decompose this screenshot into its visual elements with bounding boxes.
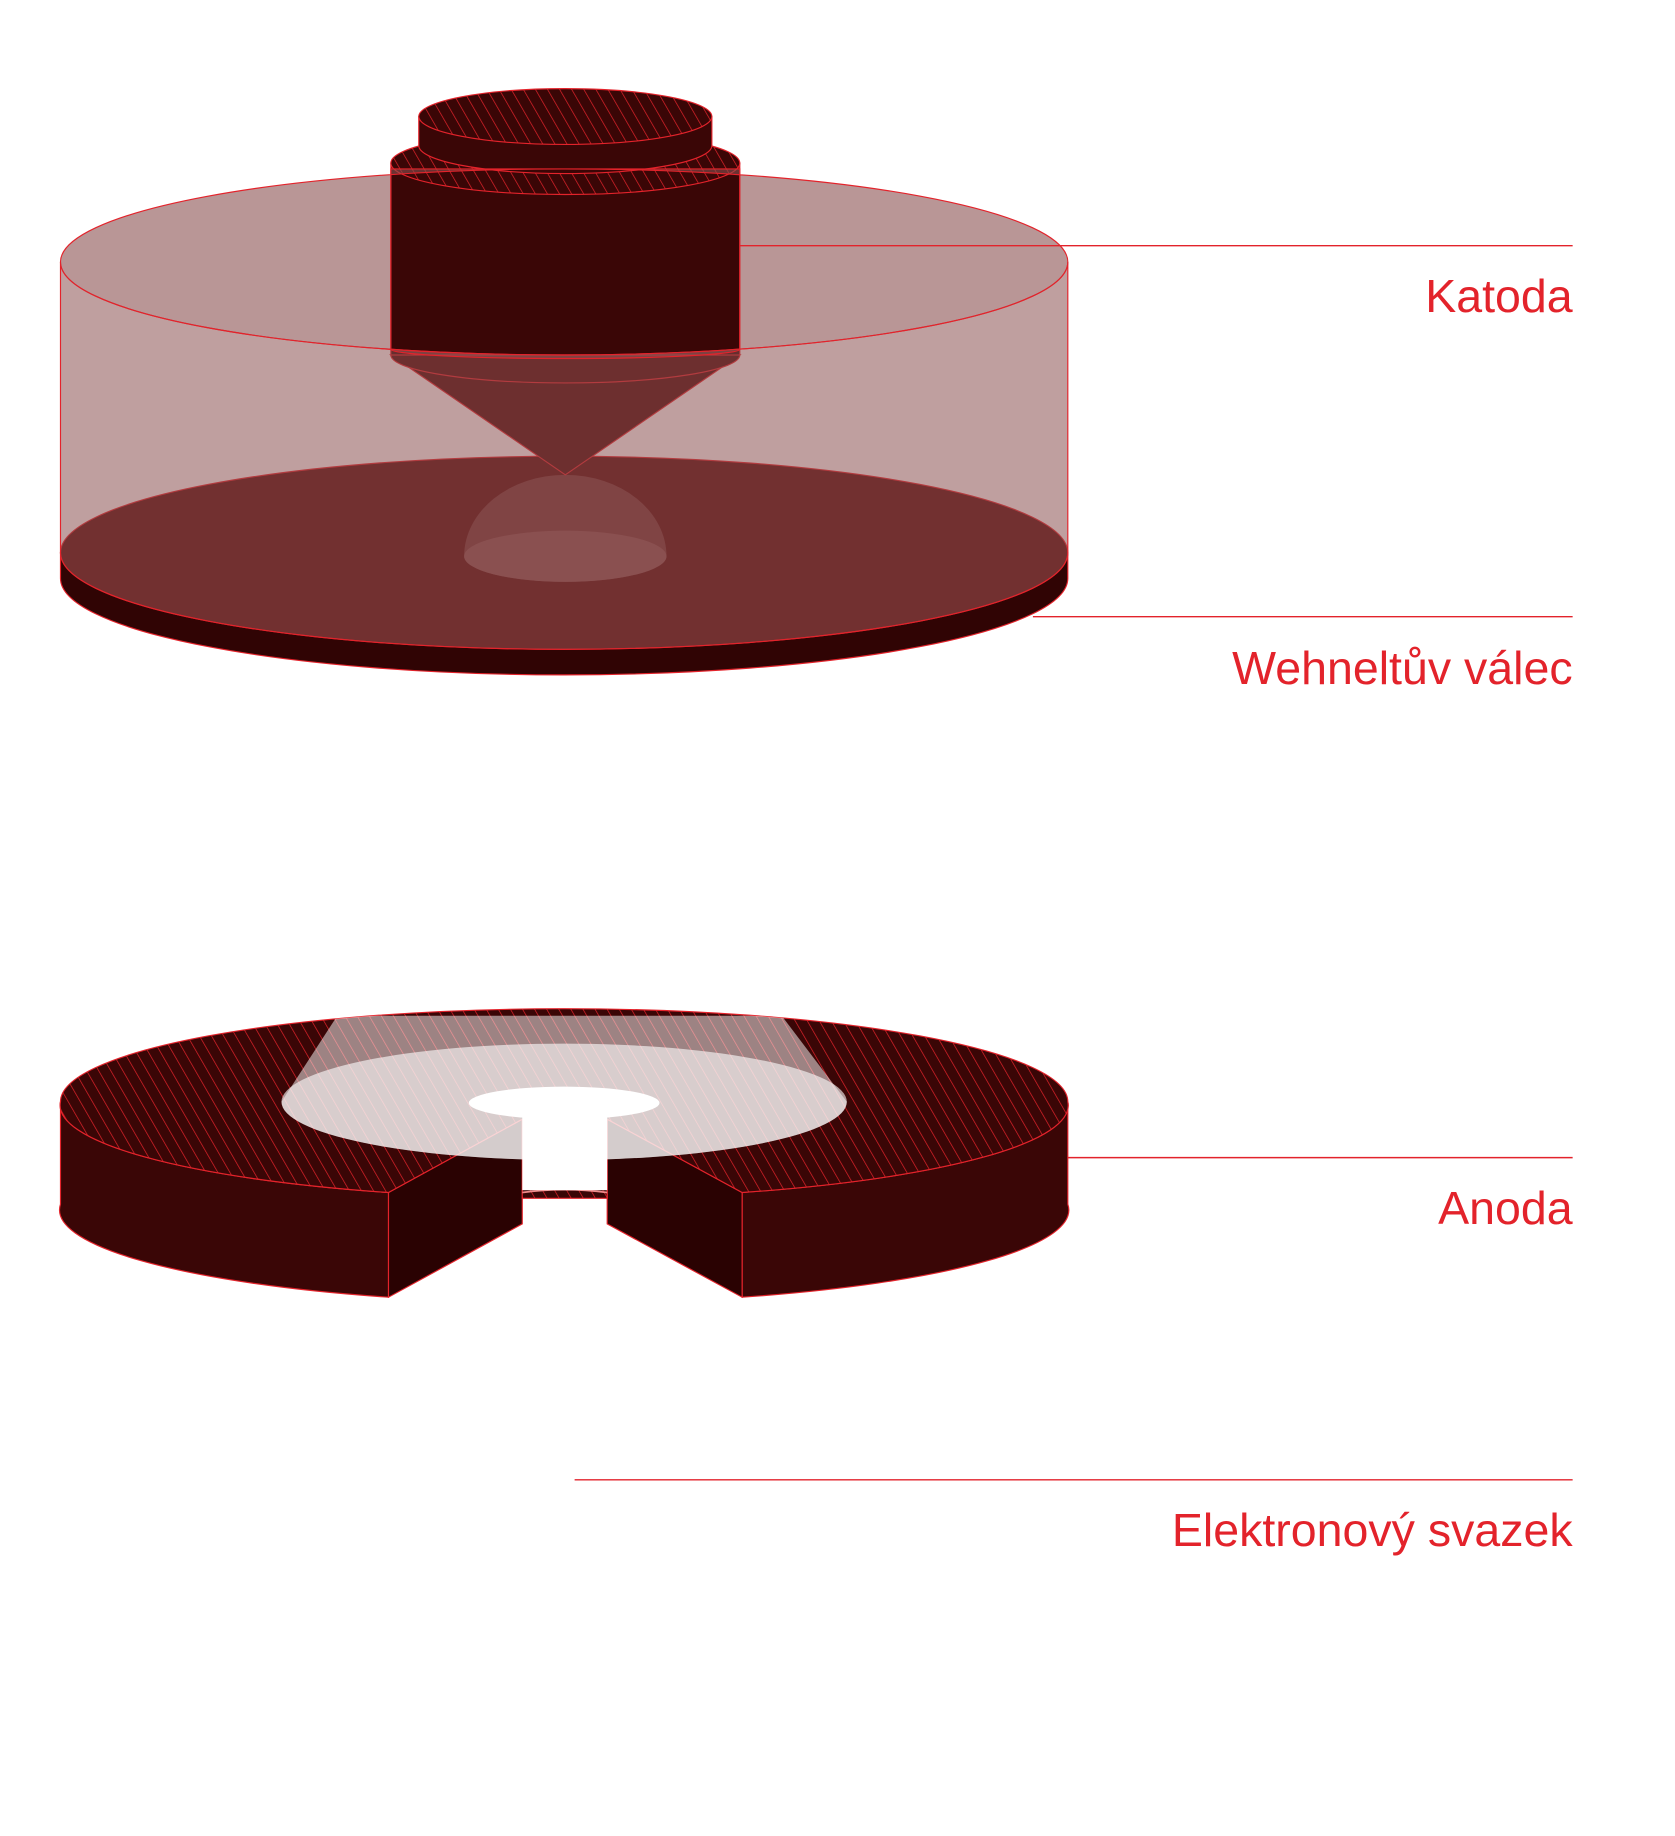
anode-label: Anoda — [1438, 1182, 1573, 1234]
beam-label: Elektronový svazek — [1172, 1504, 1573, 1556]
cathode-label: Katoda — [1425, 270, 1573, 322]
wehnelt-label: Wehneltův válec — [1232, 642, 1572, 694]
wehnelt-shell — [59, 168, 1069, 650]
anode-aperture — [468, 1086, 660, 1191]
